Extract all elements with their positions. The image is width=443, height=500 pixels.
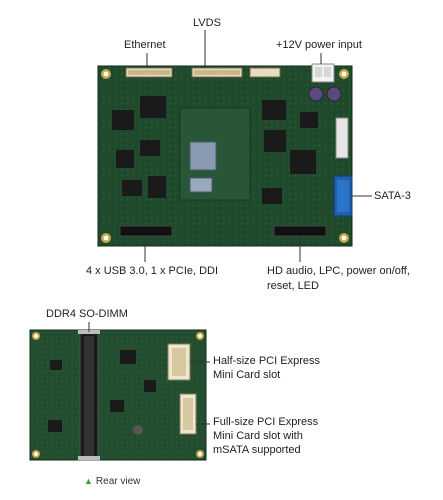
label-full-pcie-line3: mSATA supported	[213, 444, 301, 456]
chip	[48, 420, 62, 432]
label-usb: 4 x USB 3.0, 1 x PCIe, DDI	[86, 265, 219, 277]
mounting-hole	[32, 450, 40, 458]
label-ethernet: Ethernet	[124, 39, 166, 51]
rear-board	[29, 329, 207, 461]
chip	[290, 150, 316, 174]
label-half-pcie-line2: Mini Card slot	[213, 369, 281, 381]
chip	[262, 188, 282, 204]
mounting-hole	[196, 450, 204, 458]
side-header	[335, 117, 349, 159]
mounting-hole	[101, 233, 111, 243]
label-hd-audio-line1: HD audio, LPC, power on/off,	[267, 265, 410, 277]
triangle-icon: ▲	[84, 476, 93, 486]
chip	[148, 176, 166, 198]
chip	[144, 380, 156, 392]
mounting-hole	[196, 332, 204, 340]
capacitor	[308, 86, 324, 102]
label-half-pcie-line1: Half-size PCI Express	[213, 355, 320, 367]
chip	[300, 112, 318, 128]
chip	[264, 130, 286, 152]
chip	[50, 360, 62, 370]
mounting-hole	[101, 69, 111, 79]
chip	[122, 180, 142, 196]
bottom-connector-usb	[119, 225, 173, 237]
mounting-hole	[339, 69, 349, 79]
capacitor	[326, 86, 342, 102]
chip	[120, 350, 136, 364]
chip	[112, 110, 134, 130]
leader-lines	[88, 30, 372, 425]
chip	[262, 100, 286, 120]
capacitor	[133, 425, 143, 435]
bottom-connector-audio	[273, 225, 327, 237]
label-hd-audio-line2: reset, LED	[267, 280, 319, 292]
mounting-hole	[32, 332, 40, 340]
pch-die	[189, 177, 213, 193]
label-sata: SATA-3	[374, 190, 411, 202]
chip	[140, 96, 166, 118]
label-lvds: LVDS	[193, 17, 221, 29]
chip	[116, 150, 134, 168]
chip	[110, 400, 124, 412]
front-board	[97, 63, 353, 247]
label-full-pcie-line1: Full-size PCI Express	[213, 416, 319, 428]
cpu-die	[189, 141, 217, 171]
rear-view-caption: ▲Rear view	[84, 476, 140, 487]
aux-connector	[249, 67, 281, 78]
mounting-hole	[339, 233, 349, 243]
label-power-input: +12V power input	[276, 39, 362, 51]
label-full-pcie-line2: Mini Card slot with	[213, 430, 303, 442]
chip	[140, 140, 160, 156]
caption-text: Rear view	[95, 476, 141, 487]
label-ddr4: DDR4 SO-DIMM	[46, 308, 128, 320]
